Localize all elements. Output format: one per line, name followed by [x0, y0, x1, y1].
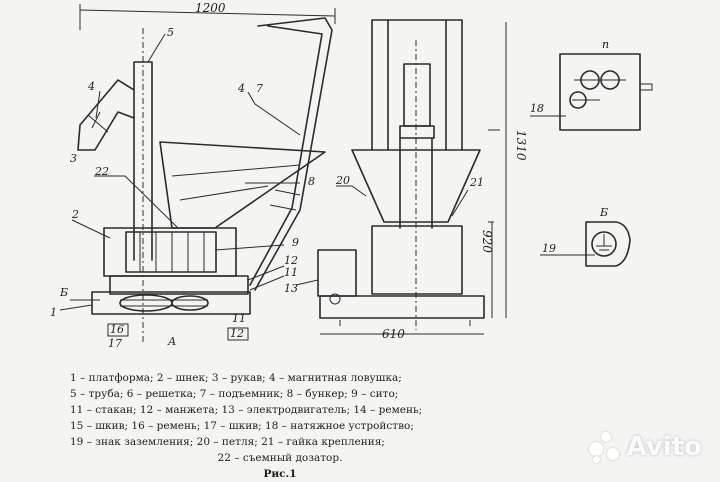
detail-views: п 18 Б 19 — [530, 38, 653, 267]
dimension-height-lower: 920 — [480, 230, 494, 253]
leader-line — [295, 279, 319, 286]
callout-7: 7 — [256, 82, 263, 95]
pulley-outline — [171, 295, 209, 311]
auger-shaft — [399, 137, 433, 229]
callout-20: 20 — [335, 174, 350, 187]
dimension-width-base: 610 — [382, 327, 405, 341]
callout-8: 8 — [308, 175, 315, 188]
leader-line — [71, 219, 111, 239]
detail-a-frame — [559, 53, 641, 131]
sieve-box — [125, 231, 217, 273]
base-platform — [319, 295, 485, 319]
lifter-window — [403, 63, 431, 127]
sieve-grid — [139, 232, 205, 272]
lower-body — [371, 225, 463, 295]
callout-12-lower: 12 — [230, 327, 244, 340]
legend: 1 – платформа; 2 – шнек; 3 – рукав; 4 – … — [70, 370, 490, 482]
leader-line — [214, 244, 285, 251]
callout-3: 3 — [70, 152, 77, 165]
legend-line: 22 – съемный дозатор. — [217, 452, 343, 464]
callout-4-upper: 4 — [237, 82, 245, 95]
front-view: 1310 920 610 20 21 13 — [284, 19, 528, 341]
callout-17: 17 — [108, 337, 122, 350]
callout-18: 18 — [530, 102, 544, 115]
platform-outline — [91, 291, 251, 315]
ground-symbol-circle — [591, 231, 617, 257]
frame-inner — [387, 19, 447, 151]
callout-b-left: Б — [59, 286, 68, 299]
callout-11: 11 — [284, 266, 298, 279]
detail-a-tab — [640, 83, 653, 91]
pulley-outline — [119, 294, 173, 312]
watermark-text: Avito — [626, 432, 702, 462]
legend-line: 11 – стакан; 12 – манжета; 13 – электрод… — [70, 404, 423, 416]
callout-9: 9 — [292, 236, 299, 249]
callout-4: 4 — [87, 80, 95, 93]
leader-line — [59, 304, 93, 311]
lifter-outline — [254, 17, 333, 291]
callout-12: 12 — [284, 254, 298, 267]
callout-11-lower: 11 — [232, 312, 246, 325]
callout-box — [227, 327, 249, 341]
dimension-line-width — [79, 9, 336, 17]
callout-1: 1 — [50, 306, 57, 319]
callout-22: 22 — [94, 165, 109, 178]
left-view: 1200 — [50, 1, 336, 350]
leader-line — [249, 275, 285, 291]
belt-lines — [120, 299, 208, 307]
detail-a-hatch — [572, 79, 626, 101]
ground-terminal — [329, 293, 341, 305]
hopper-outline — [351, 149, 481, 223]
callout-13: 13 — [284, 282, 298, 295]
frame-outline — [371, 19, 463, 151]
pipe-outline — [133, 61, 153, 261]
dimension-height-total: 1310 — [514, 130, 528, 161]
section-mark-a: А — [167, 335, 176, 348]
dimension-width-total: 1200 — [195, 1, 226, 15]
detail-b-mark: Б — [599, 206, 608, 219]
legend-line: 19 – знак заземления; 20 – петля; 21 – г… — [70, 436, 385, 448]
leader-line — [95, 90, 101, 119]
lifter-clamp — [269, 189, 301, 211]
leader-line — [247, 91, 301, 136]
leader-line — [451, 189, 469, 217]
avito-watermark: Avito — [587, 430, 702, 464]
bunker-hatch — [171, 164, 301, 201]
technical-drawing: 1200 — [50, 1, 653, 350]
magnetic-trap-mark — [87, 111, 109, 133]
legend-line: 1 – платформа; 2 – шнек; 3 – рукав; 4 – … — [70, 372, 402, 384]
legend-line: 5 – труба; 6 – решетка; 7 – подъемник; 8… — [70, 388, 399, 400]
callout-19: 19 — [542, 242, 556, 255]
detail-a-mark: п — [602, 38, 609, 51]
callout-16: 16 — [110, 323, 124, 336]
leader-line — [247, 265, 285, 281]
leader-line — [94, 175, 179, 229]
figure-caption: Рис.1 — [263, 468, 297, 480]
lifter-rail — [249, 25, 323, 286]
bunker-outline — [159, 141, 326, 229]
avito-logo-icon — [587, 430, 621, 464]
callout-21: 21 — [469, 176, 484, 189]
lifter-clamp-block — [399, 125, 435, 139]
callout-2: 2 — [71, 208, 79, 221]
foot-marks — [339, 320, 471, 326]
callout-box — [107, 323, 129, 337]
leader-line — [336, 185, 367, 197]
ground-symbol-lines — [596, 234, 612, 251]
leader-line — [147, 33, 166, 63]
legend-line: 15 – шкив; 16 – ремень; 17 – шкив; 18 – … — [70, 420, 414, 432]
detail-b-frame — [585, 221, 631, 267]
sleeve-outline — [77, 79, 135, 151]
cup-outline — [109, 275, 249, 295]
motor-box — [317, 249, 357, 297]
callout-5: 5 — [167, 26, 174, 39]
